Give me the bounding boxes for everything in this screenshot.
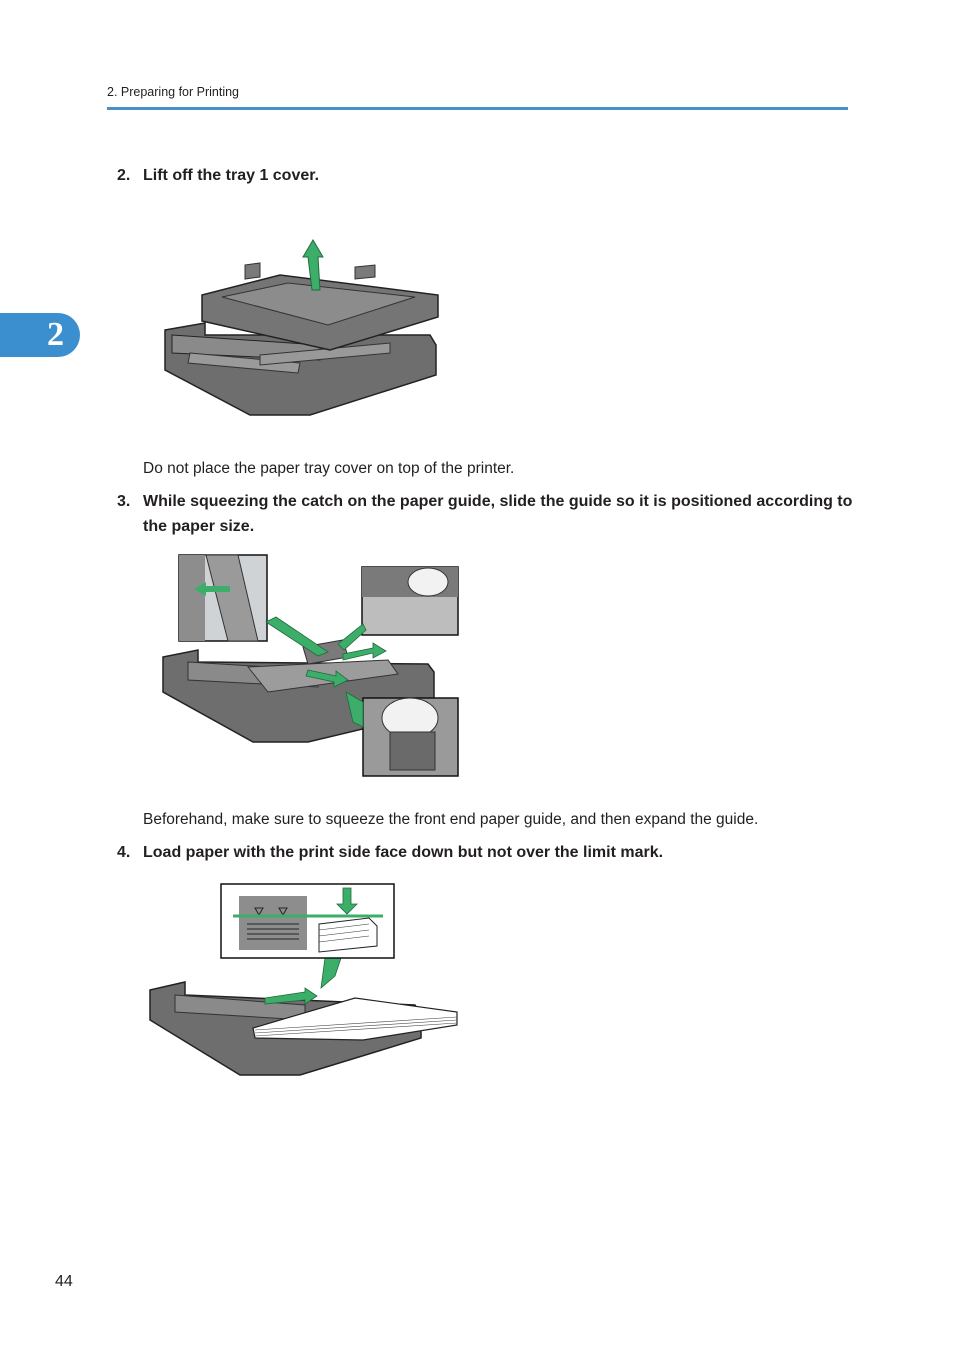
step-text: While squeezing the catch on the paper g… [143,493,853,535]
tray-cover-lift-illustration [164,239,439,416]
paper-guide-slide-illustration [162,554,459,777]
running-header: 2. Preparing for Printing [107,85,240,99]
chapter-tab: 2 [0,313,80,357]
step-number: 2. [117,167,131,184]
step-2-note: Do not place the paper tray cover on top… [143,460,515,477]
load-paper-illustration [149,883,458,1076]
step-3-note: Beforehand, make sure to squeeze the fro… [143,811,759,828]
step-number: 4. [117,844,131,861]
header-rule [107,107,848,110]
step-number: 3. [117,493,131,510]
step-text: Load paper with the print side face down… [143,844,664,861]
step-text: Lift off the tray 1 cover. [143,167,320,184]
page-number: 44 [55,1273,73,1290]
